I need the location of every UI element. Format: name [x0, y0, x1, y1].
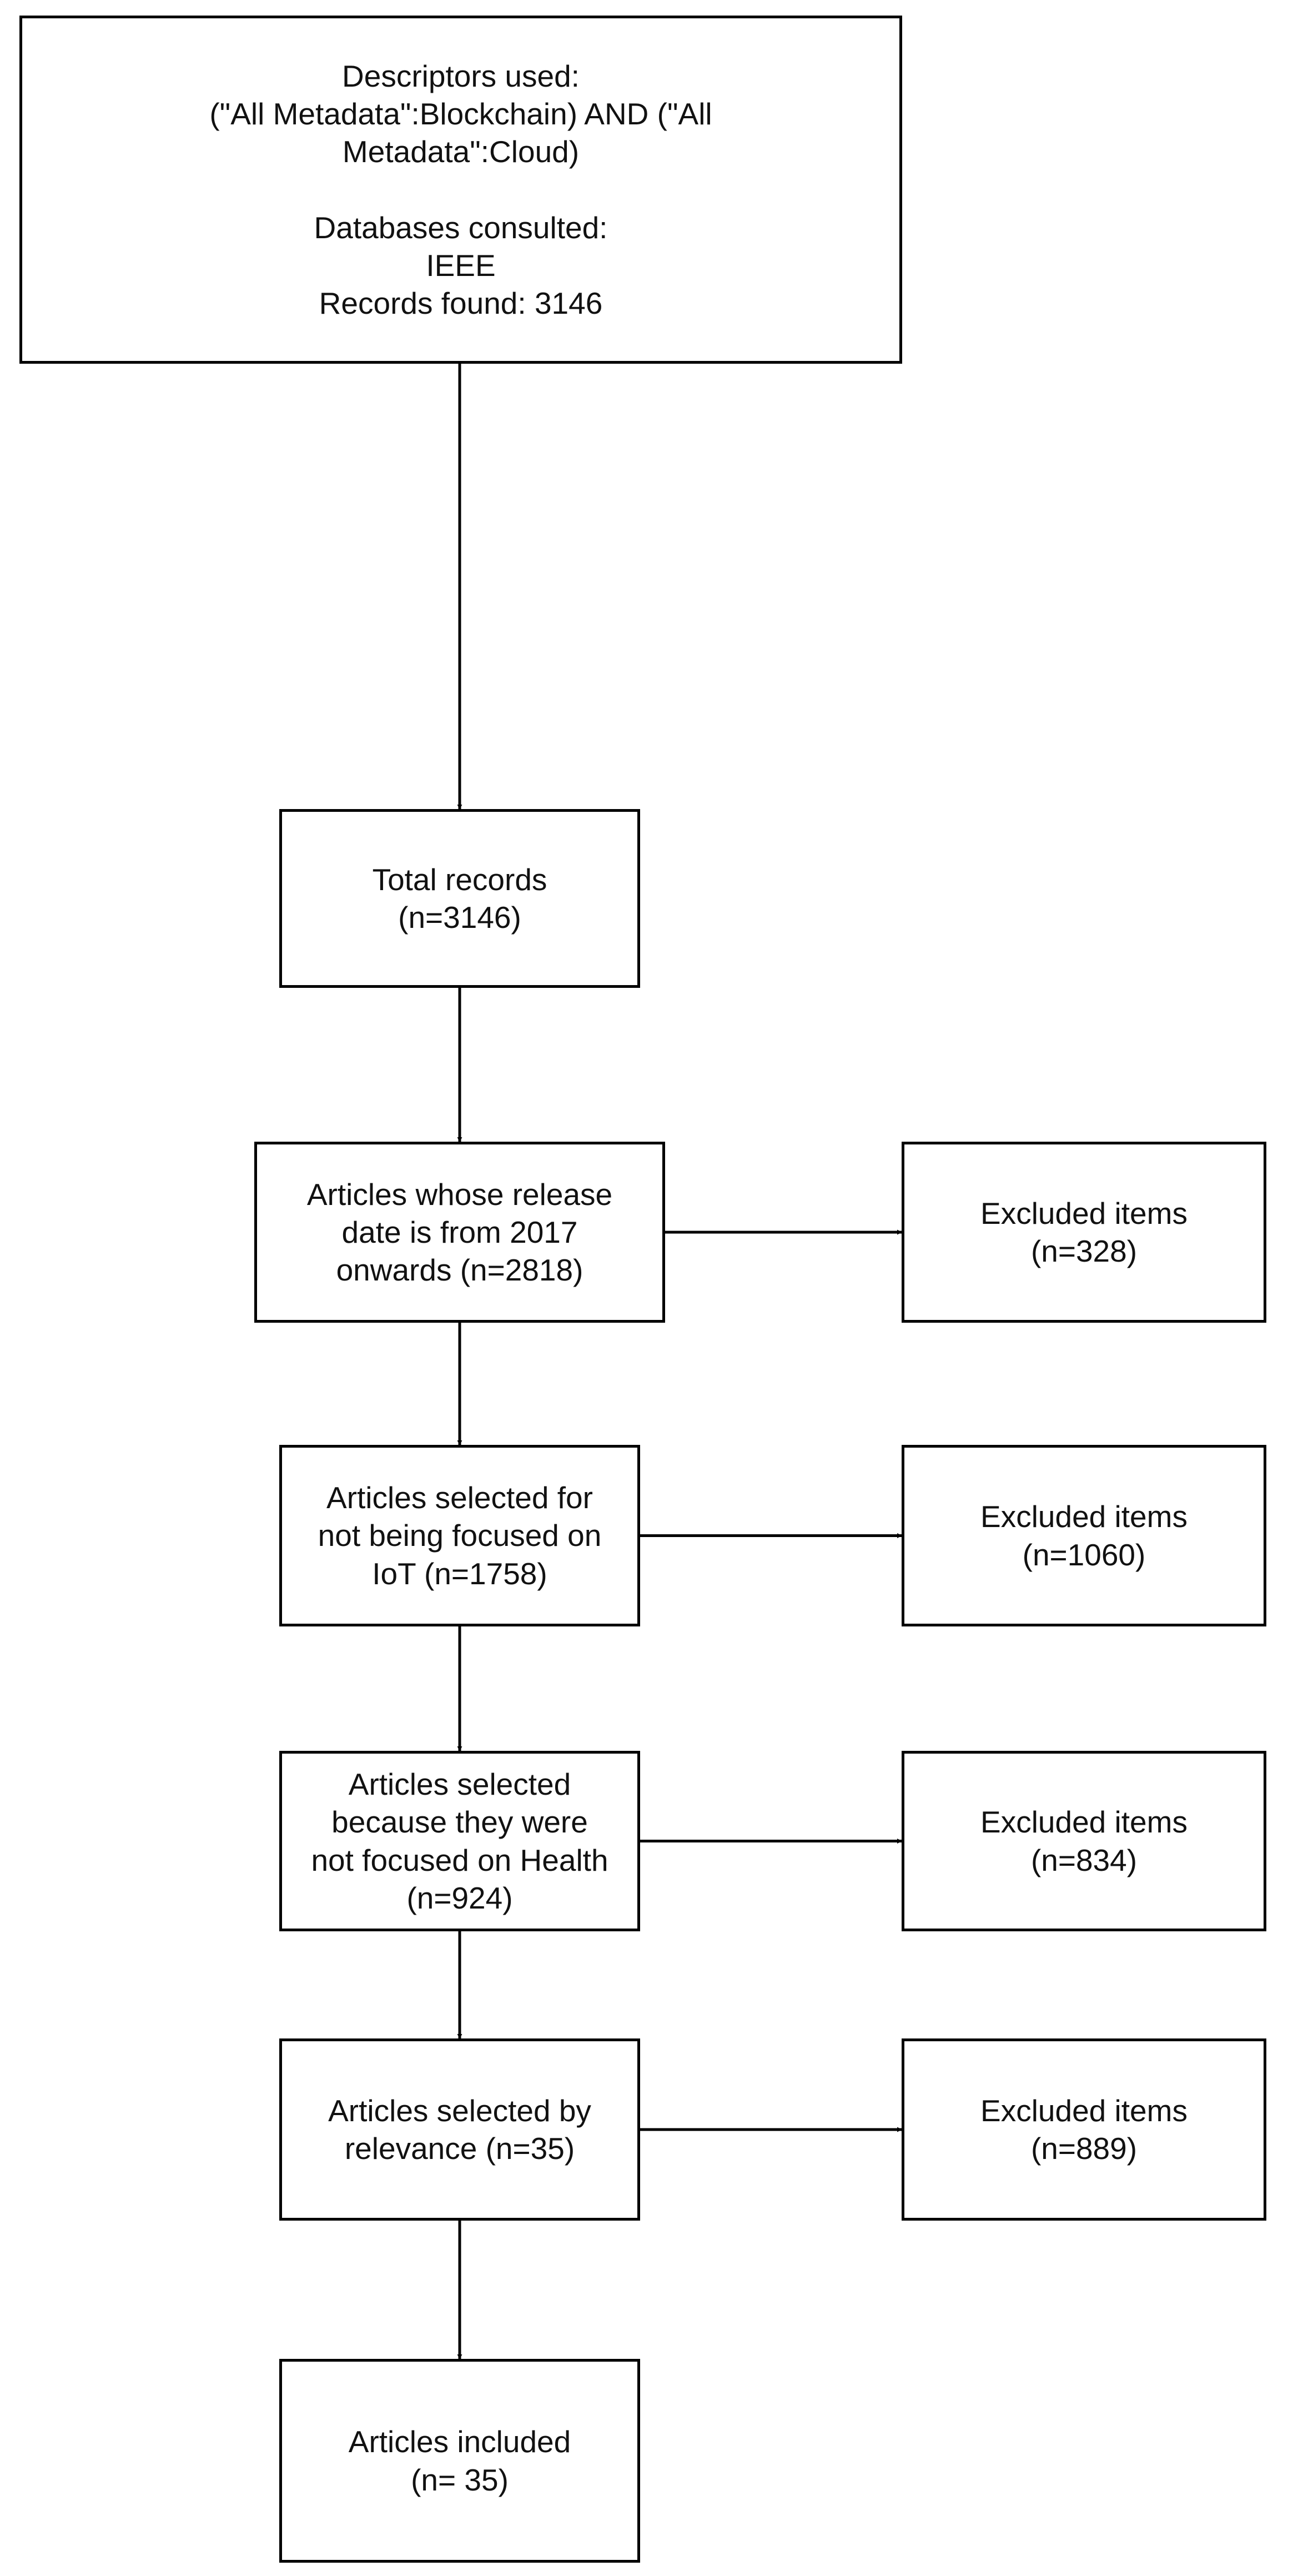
- box-text-line: (n=1060): [1022, 1537, 1146, 1572]
- box-text-line: Articles selected for: [326, 1480, 593, 1515]
- box-text-line: ("All Metadata":Blockchain) AND ("All: [209, 97, 712, 132]
- excluded-items-box-date: Excluded items(n=328): [902, 1142, 1266, 1323]
- excluded-items-box-relevance: Excluded items(n=889): [902, 2038, 1266, 2221]
- box-text-line: Records found: 3146: [319, 285, 603, 320]
- box-text-line: Total records: [372, 862, 547, 897]
- box-text-line: Excluded items: [980, 1196, 1188, 1231]
- box-text-line: (n= 35): [411, 2462, 509, 2497]
- box-text-line: not being focused on: [318, 1518, 602, 1553]
- total-records-box: Total records(n=3146): [279, 809, 640, 988]
- box-text-line: Descriptors used:: [342, 58, 580, 93]
- box-text-line: Articles whose release: [306, 1177, 613, 1212]
- box-text-line: Articles selected: [348, 1767, 571, 1802]
- box-text-line: Articles included: [348, 2424, 571, 2459]
- box-text-line: because they were: [331, 1805, 588, 1840]
- box-text-line: date is from 2017: [341, 1214, 578, 1249]
- box-text-line: not focused on Health: [311, 1842, 608, 1877]
- box-text-line: (n=889): [1030, 2131, 1138, 2166]
- box-text-line: (n=924): [406, 1880, 513, 1915]
- box-text-line: Metadata":Cloud): [342, 134, 580, 169]
- box-text-line: relevance (n=35): [344, 2131, 575, 2166]
- box-text-line: (n=834): [1030, 1842, 1138, 1877]
- box-text-line: IoT (n=1758): [372, 1556, 547, 1591]
- box-text-line: Excluded items: [980, 2093, 1188, 2128]
- box-text-line: (n=328): [1030, 1234, 1138, 1268]
- box-text-line: IEEE: [426, 248, 496, 283]
- box-text-line: Excluded items: [980, 1805, 1188, 1840]
- excluded-items-box-iot: Excluded items(n=1060): [902, 1445, 1266, 1626]
- box-text-line: onwards (n=2818): [336, 1253, 583, 1288]
- excluded-items-box-health: Excluded items(n=834): [902, 1751, 1266, 1931]
- articles-included-box: Articles included(n= 35): [279, 2359, 640, 2563]
- box-text-line: Excluded items: [980, 1499, 1188, 1534]
- box-text-line: Databases consulted:: [314, 210, 608, 245]
- box-text-line: Articles selected by: [328, 2093, 591, 2128]
- search-criteria-box: Descriptors used: ("All Metadata":Blockch…: [19, 16, 902, 364]
- box-text-line: (n=3146): [398, 900, 521, 935]
